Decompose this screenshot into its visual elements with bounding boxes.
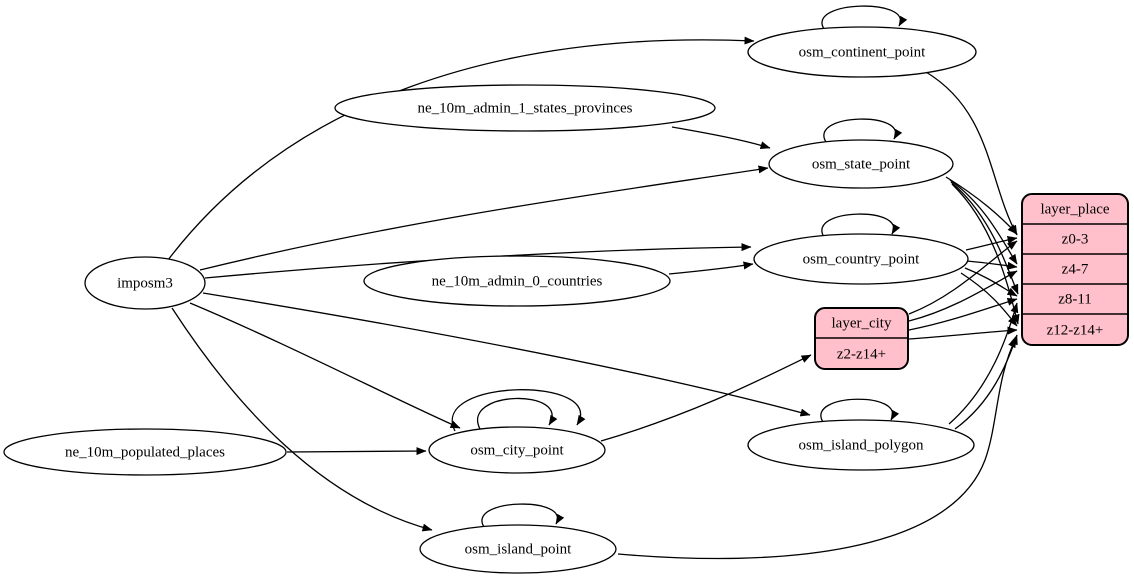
- edge-imposm3-osm_island_polygon: [202, 292, 811, 417]
- edge-osm_city_point-layer_city: [600, 354, 812, 442]
- layer_place-box: [1021, 193, 1129, 346]
- edge-osm_state_point-z8-11: [950, 181, 1019, 295]
- ne_10m_populated_places-shape: [3, 428, 287, 476]
- edge-ne_10m_admin_0_countries-osm_country_point: [668, 261, 754, 275]
- layer_place-row-z12-z14: z12-z14+: [1047, 322, 1104, 338]
- osm_island_polygon-shape: [747, 419, 975, 471]
- self-loop-inner-osm_city_point: [477, 397, 558, 430]
- imposm3-label: imposm3: [117, 275, 173, 291]
- osm_continent_point-label: osm_continent_point: [799, 44, 926, 60]
- osm_city_point-shape: [428, 426, 606, 474]
- osm_state_point-shape: [768, 139, 954, 189]
- edge-imposm3-osm_continent_point: [167, 36, 755, 261]
- layer_city-title: layer_city: [832, 315, 892, 331]
- ne_10m_admin_0_countries-label: ne_10m_admin_0_countries: [432, 273, 603, 289]
- edge-osm_island_point-z12-z14: [617, 337, 1017, 560]
- osm_island_polygon-label: osm_island_polygon: [798, 437, 924, 453]
- edge-osm_island_polygon-z12-z14: [954, 334, 1018, 430]
- node-layer: imposm3 ne_10m_admin_1_states_provinces …: [3, 26, 1129, 574]
- osm_country_point-shape: [753, 233, 969, 285]
- record-layer_place: layer_place z0-3 z4-7 z8-11 z12-z14+: [1021, 193, 1129, 346]
- edge-layer_city-z12-z14: [908, 326, 1018, 340]
- node-ne_10m_admin_1_states_provinces: ne_10m_admin_1_states_provinces: [334, 84, 716, 132]
- node-osm_island_point: osm_island_point: [419, 524, 617, 574]
- record-layer_city: layer_city z2-z14+: [814, 307, 909, 370]
- edge-osm_country_point-z0-3: [965, 235, 1018, 251]
- osm_island_point-label: osm_island_point: [465, 541, 573, 557]
- layer_place-row-z4-7: z4-7: [1062, 261, 1089, 277]
- node-osm_state_point: osm_state_point: [768, 139, 954, 189]
- edge-ne_10m_populated_places-osm_city_point: [286, 447, 427, 456]
- node-osm_country_point: osm_country_point: [753, 233, 969, 285]
- osm_island_point-shape: [419, 524, 617, 574]
- node-ne_10m_admin_0_countries: ne_10m_admin_0_countries: [363, 255, 671, 307]
- osm_continent_point-shape: [747, 26, 977, 78]
- edge-imposm3-osm_city_point: [189, 302, 461, 429]
- edge-osm_state_point-z4-7: [949, 179, 1018, 265]
- node-imposm3: imposm3: [84, 256, 206, 310]
- edge-layer_city-z8-11: [908, 297, 1018, 331]
- imposm3-shape: [84, 256, 206, 310]
- edge-osm_country_point-z4-7: [966, 260, 1018, 270]
- edge-layer_city-z4-7: [908, 270, 1018, 322]
- self-loop-osm_island_point: [481, 503, 565, 528]
- layer_place-row-z0-3: z0-3: [1062, 231, 1089, 247]
- edge-imposm3-osm_island_point: [171, 307, 433, 532]
- ne_10m_populated_places-label: ne_10m_populated_places: [65, 444, 225, 460]
- layer_city-row-z2-z14: z2-z14+: [837, 346, 886, 362]
- node-osm_continent_point: osm_continent_point: [747, 26, 977, 78]
- osm_country_point-label: osm_country_point: [803, 251, 920, 267]
- edge-osm_state_point-z0-3: [945, 176, 1018, 235]
- edge-osm_island_polygon-z8-11: [948, 302, 1019, 425]
- edge-imposm3-osm_state_point: [199, 165, 769, 271]
- ne_10m_admin_0_countries-shape: [363, 255, 671, 307]
- edge-ne_10m_admin_1_states_provinces-osm_state_point: [671, 126, 771, 150]
- ne_10m_admin_1_states_provinces-shape: [334, 84, 716, 132]
- edge-osm_continent_point-z0-3: [925, 71, 1018, 236]
- layer_place-title: layer_place: [1040, 201, 1109, 217]
- layer_place-row-z8-11: z8-11: [1058, 291, 1092, 307]
- edge-osm_country_point-z8-11: [964, 267, 1018, 297]
- node-ne_10m_populated_places: ne_10m_populated_places: [3, 428, 287, 476]
- self-loop-outer-osm_city_point: [451, 389, 586, 432]
- edge-osm_country_point-z12-z14: [960, 272, 1018, 327]
- osm_state_point-label: osm_state_point: [812, 156, 911, 172]
- self-loop-osm_island_polygon: [820, 398, 900, 423]
- self-loop-osm_state_point: [823, 118, 903, 143]
- ne_10m_admin_1_states_provinces-label: ne_10m_admin_1_states_provinces: [418, 100, 633, 116]
- edge-layer: [167, 5, 1020, 560]
- node-osm_island_polygon: osm_island_polygon: [747, 419, 975, 471]
- self-loop-osm_country_point: [821, 213, 901, 238]
- self-loop-osm_continent_point: [821, 5, 908, 30]
- osm_city_point-label: osm_city_point: [470, 442, 564, 458]
- node-osm_city_point: osm_city_point: [428, 426, 606, 474]
